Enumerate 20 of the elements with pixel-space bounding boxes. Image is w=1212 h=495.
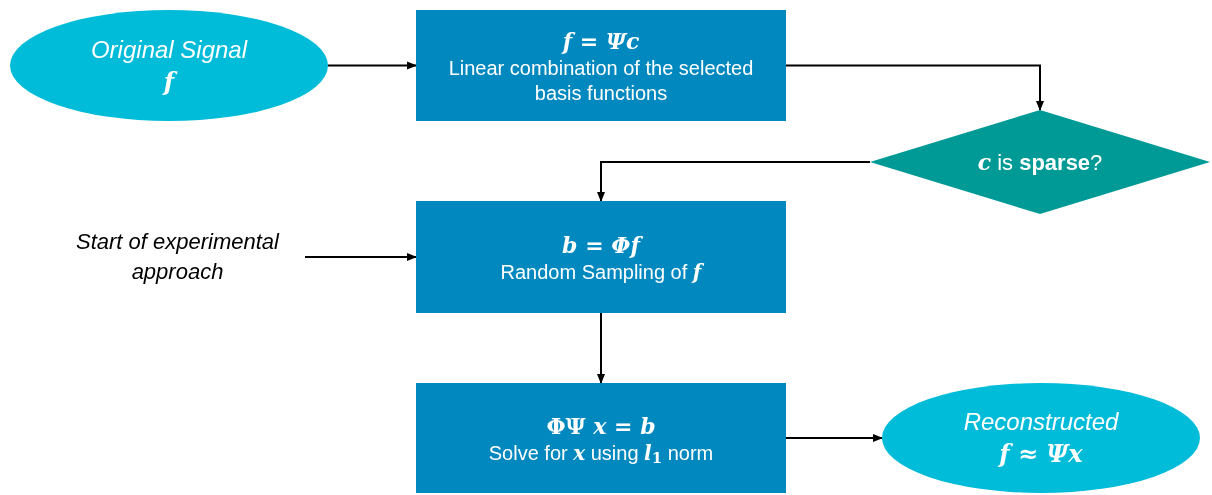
- node-title: Original Signal: [90, 34, 248, 65]
- process-box: [416, 10, 786, 121]
- formula: f = Ψc: [562, 26, 640, 56]
- formula: f ≈ Ψx: [999, 438, 1083, 470]
- arrow: [785, 64, 1044, 111]
- start-note: Start of experimental approach: [75, 228, 281, 286]
- formula: ΦΨ x = b: [546, 411, 656, 441]
- arrow: [597, 312, 605, 384]
- node-title: Reconstructed: [963, 407, 1119, 437]
- arrow: [785, 434, 883, 442]
- decision-diamond: [870, 110, 1210, 214]
- arrow: [304, 253, 417, 261]
- arrow: [597, 161, 871, 202]
- process-box: [416, 201, 786, 313]
- node-text: Solve for x using l$_{1}$ norm: [488, 440, 714, 466]
- process-box: [416, 383, 786, 493]
- decision-text: c is sparse?: [977, 147, 1103, 177]
- arrow: [327, 61, 417, 70]
- node-text: Linear combination of the selected basis functions: [447, 55, 755, 106]
- node-text: Random Sampling of f: [500, 259, 702, 285]
